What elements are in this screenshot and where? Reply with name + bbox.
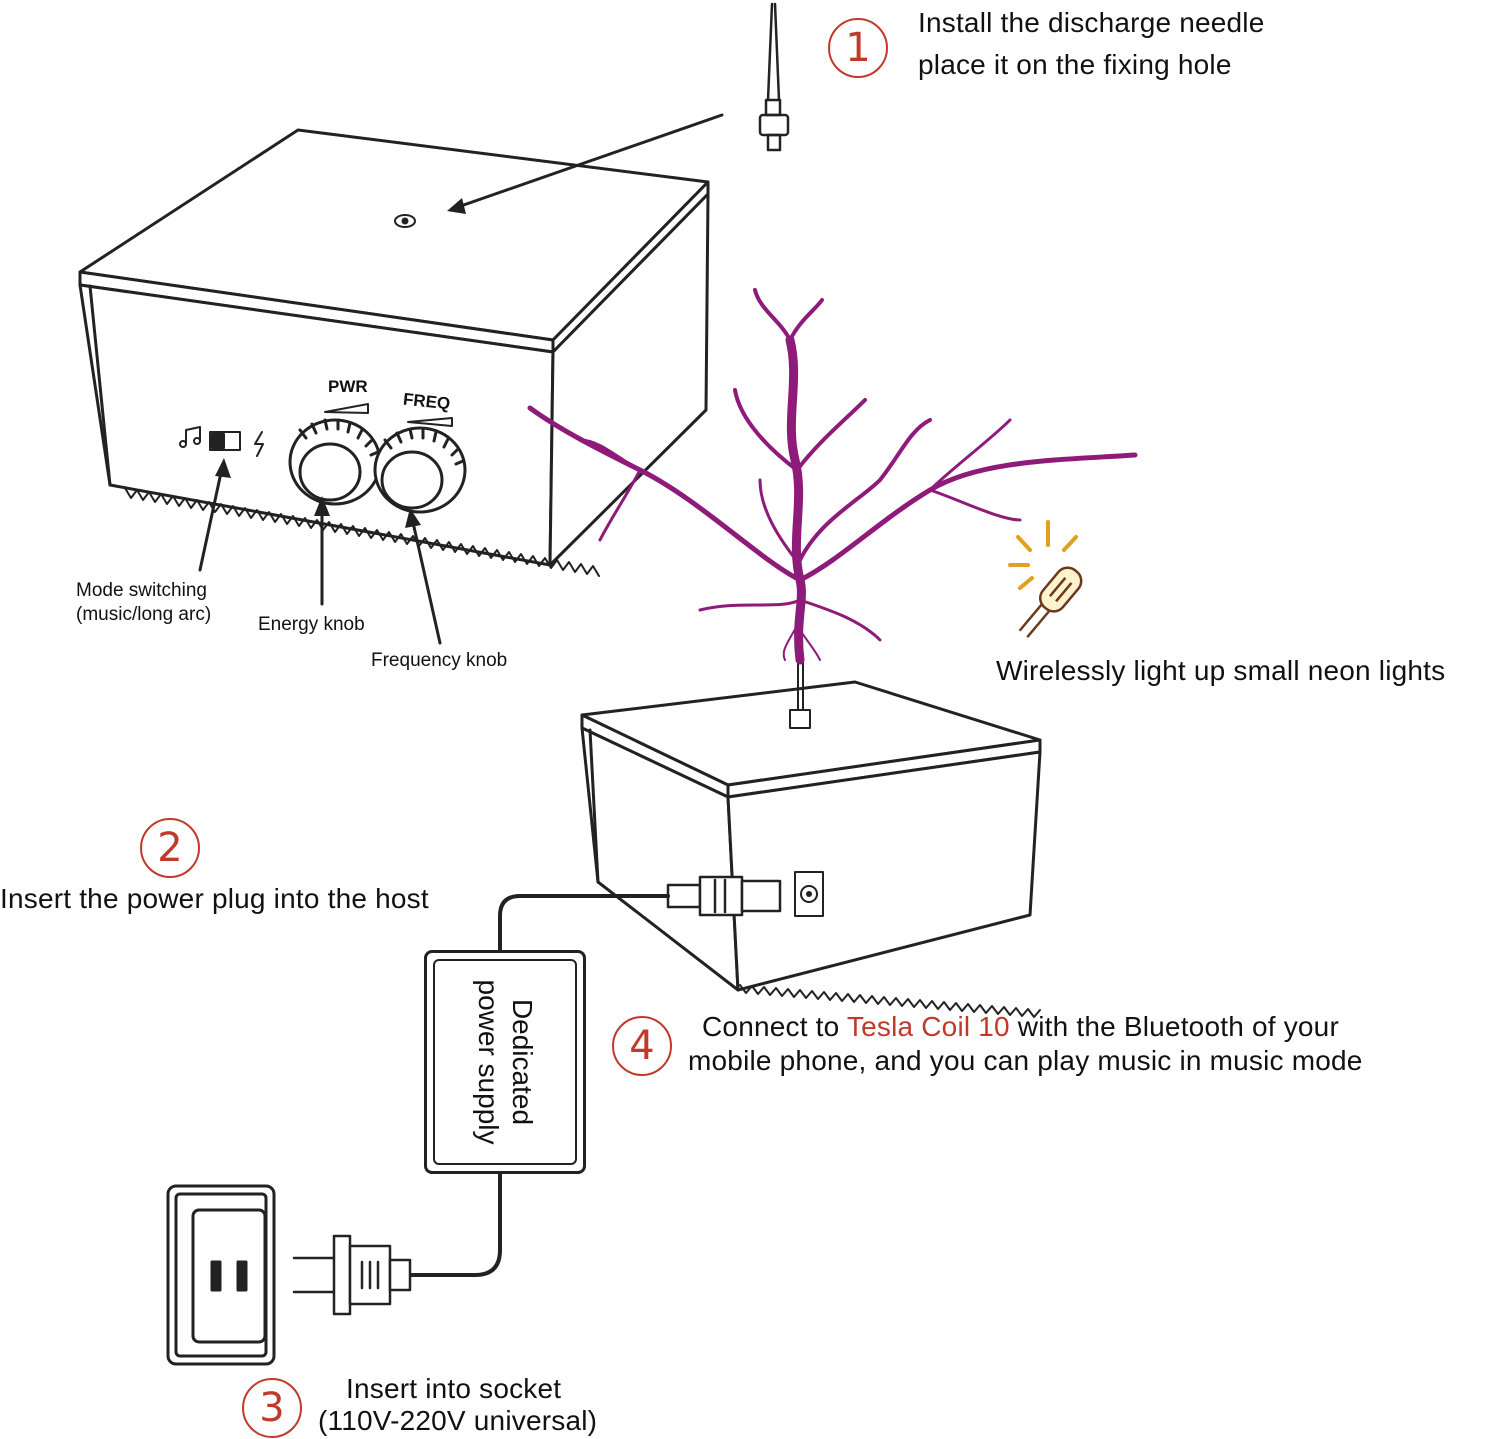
mode-switch <box>209 431 241 451</box>
host-box-top-view <box>78 128 710 577</box>
callout-arrows <box>198 458 442 645</box>
pwr-label: PWR <box>328 377 368 396</box>
lightning-icon <box>254 431 264 457</box>
needle-arrow <box>453 113 724 210</box>
fixing-hole <box>401 217 409 225</box>
step-4-product-name: Tesla Coil 10 <box>846 1011 1010 1042</box>
step-3-line-2: (110V-220V universal) <box>318 1405 598 1436</box>
step-2-text: Insert the power plug into the host <box>0 883 429 914</box>
energy-knob-callout: Energy knob <box>258 614 365 635</box>
mode-callout-line-2: (music/long arc) <box>76 604 212 625</box>
wall-socket-icon <box>166 1184 276 1366</box>
power-plug-icon <box>666 875 782 917</box>
step-3-line-1: Insert into socket <box>346 1373 562 1404</box>
step-2-number: 2 <box>140 818 200 878</box>
frequency-knob <box>373 417 467 514</box>
plasma-arc <box>527 288 1138 665</box>
music-note-icon <box>179 426 201 448</box>
mode-callout-line-1: Mode switching <box>76 580 207 601</box>
step-1-line-1: Install the discharge needle <box>918 7 1265 38</box>
energy-knob <box>288 403 382 506</box>
step-4-line-2: mobile phone, and you can play music in … <box>688 1045 1363 1076</box>
neon-callout: Wirelessly light up small neon lights <box>996 655 1446 686</box>
psu-line-1: Dedicated <box>507 998 538 1126</box>
step-4-text-before: Connect to <box>702 1011 847 1042</box>
neon-bulb-icon <box>1008 520 1083 638</box>
ac-cable <box>408 1168 502 1277</box>
discharge-needle <box>758 2 790 152</box>
host-box-assembled <box>580 659 1042 1018</box>
step-4-line-1: Connect to Tesla Coil 10 with the Blueto… <box>702 1010 1339 1044</box>
step-4-text-after: with the Bluetooth of your <box>1009 1011 1339 1042</box>
dc-cable <box>498 894 670 952</box>
dedicated-power-supply: Dedicated power supply <box>424 950 586 1174</box>
step-3-number: 3 <box>242 1378 302 1438</box>
step-1-line-2: place it on the fixing hole <box>918 49 1232 80</box>
ac-plug <box>292 1234 412 1316</box>
step-1-number: 1 <box>828 18 888 78</box>
step-4-number: 4 <box>612 1016 672 1076</box>
frequency-knob-callout: Frequency knob <box>371 650 508 671</box>
psu-line-2: power supply <box>473 979 504 1145</box>
